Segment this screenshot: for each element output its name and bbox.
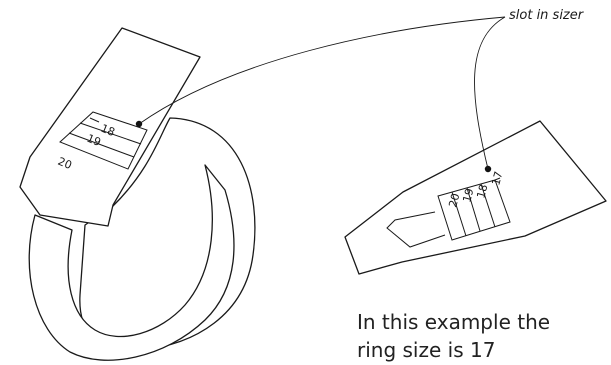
flat-scale-box [437, 179, 511, 241]
scale-tick [89, 117, 100, 123]
flat-scale-label-20: 20 [446, 192, 462, 209]
loop-front-band [28, 164, 235, 361]
flat-scale-tick [494, 177, 501, 181]
caption-line-1: In this example the [357, 310, 551, 334]
flat-scale-label-17: 17 [489, 170, 505, 187]
flat-sizer-tip [386, 211, 446, 248]
caption-line-2: ring size is 17 [357, 338, 496, 362]
callout-slot-label: slot in sizer [509, 8, 584, 23]
leader-line-left [138, 16, 506, 125]
flat-sizer-body [344, 120, 607, 275]
flat-scale-label-19: 19 [460, 187, 476, 204]
scale-label-20: 20 [56, 155, 74, 172]
leader-line-right [474, 16, 506, 170]
caption: In this example the ring size is 17 [357, 308, 607, 364]
flat-sizer: 17 18 19 20 [344, 120, 607, 275]
sizer-head [19, 27, 201, 227]
scale-box [59, 111, 148, 170]
flat-scale-label-18: 18 [474, 183, 490, 200]
scale-label-19: 19 [85, 132, 103, 149]
scale-divider [68, 132, 135, 158]
flat-scale-divider [451, 191, 467, 237]
flat-scale-divider [480, 183, 496, 228]
scale-label-18: 18 [99, 122, 117, 139]
flat-scale-divider [466, 187, 481, 232]
scale-divider [79, 122, 142, 145]
looped-sizer: 18 19 20 [19, 27, 256, 361]
